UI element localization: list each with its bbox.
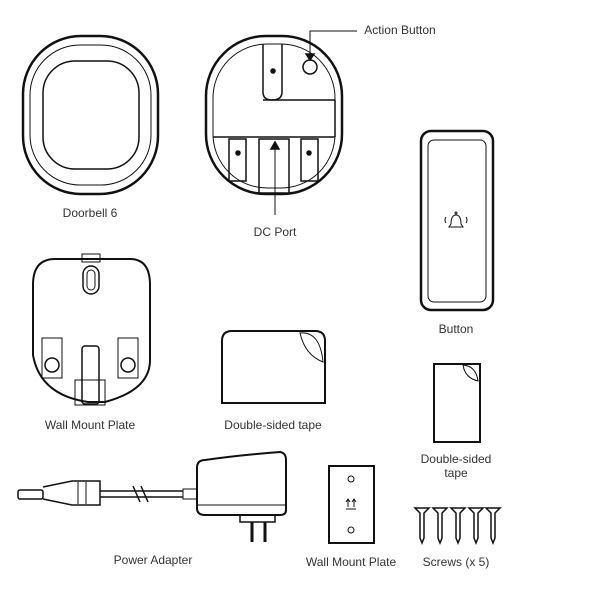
label-wall-mount-plate-small: Wall Mount Plate	[305, 555, 397, 569]
label-button: Button	[438, 322, 474, 336]
label-double-sided-tape: Double-sided tape	[224, 418, 322, 432]
label-power-adapter: Power Adapter	[113, 553, 193, 567]
label-dc-port: DC Port	[253, 225, 297, 239]
label-small-tape-line2: tape	[444, 466, 468, 480]
button-illustration	[419, 129, 495, 312]
label-small-tape-line1: Double-sided	[420, 452, 492, 466]
label-doorbell: Doorbell 6	[62, 206, 118, 220]
label-action-button: Action Button	[364, 23, 436, 37]
screw-icon	[467, 507, 485, 546]
wall-mount-plate-illustration	[32, 253, 151, 406]
label-screws: Screws (x 5)	[422, 555, 490, 569]
screw-icon	[484, 507, 502, 546]
doorbell-back-illustration	[204, 30, 357, 215]
wall-mount-plate-small-illustration	[328, 465, 375, 544]
screw-icon	[413, 507, 431, 546]
doorbell-front-illustration	[21, 34, 160, 196]
power-adapter-illustration	[17, 450, 287, 542]
double-sided-tape-illustration	[221, 330, 326, 404]
screw-icon	[431, 507, 449, 546]
screws-illustration	[413, 507, 502, 546]
label-wall-mount-plate: Wall Mount Plate	[44, 418, 136, 432]
screw-icon	[449, 507, 467, 546]
small-tape-illustration	[433, 363, 481, 443]
